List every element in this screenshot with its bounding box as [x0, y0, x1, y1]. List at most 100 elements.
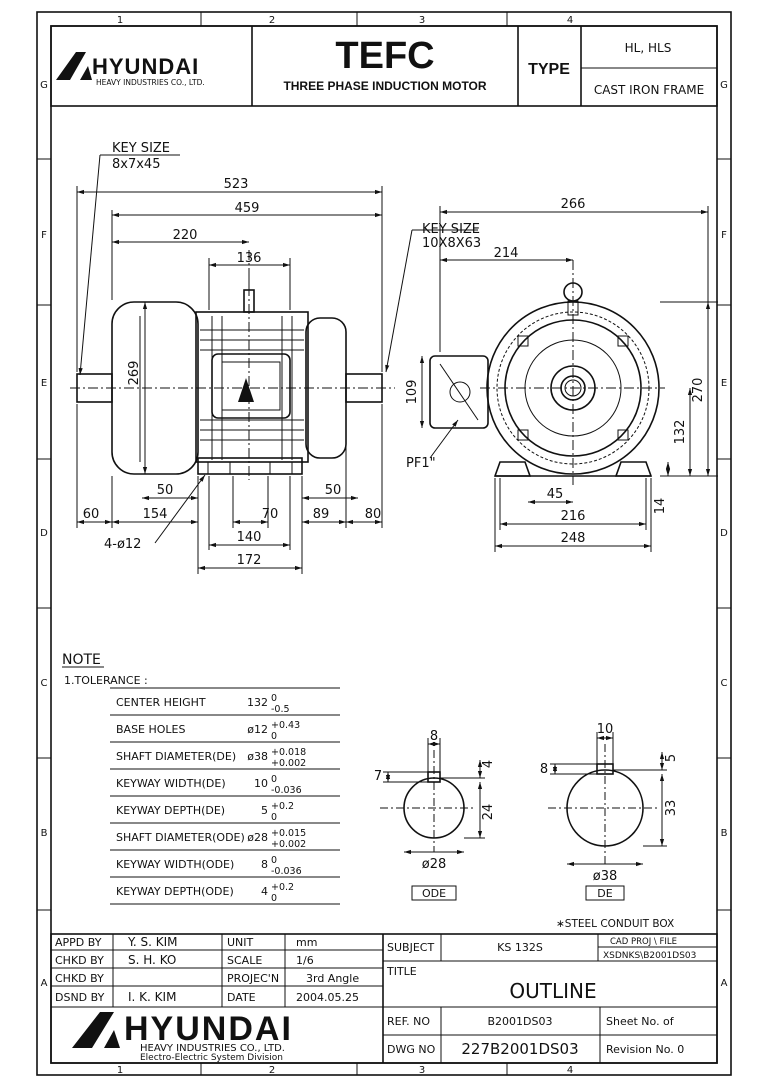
- svg-text:KEYWAY DEPTH(ODE): KEYWAY DEPTH(ODE): [116, 885, 234, 898]
- svg-text:0: 0: [271, 893, 277, 904]
- inner-border: [50, 25, 718, 1064]
- dim-216: 216: [561, 509, 586, 524]
- title-block-logo: HYUNDAI HEAVY INDUSTRIES CO., LTD. Elect…: [72, 1010, 293, 1063]
- section-ode: 8 7 4 24 ø28 ODE: [374, 729, 496, 901]
- dim-140: 140: [237, 530, 262, 545]
- dim-14: 14: [653, 498, 668, 515]
- svg-text:132: 132: [247, 696, 268, 709]
- appd-name: Y. S. KIM: [127, 935, 178, 949]
- zone-row-f-left: F: [41, 230, 47, 241]
- motor-feet: [197, 457, 303, 475]
- svg-text:ø38: ø38: [247, 750, 268, 763]
- key-size-value-ode: 8x7x45: [112, 157, 160, 172]
- zone-col-2-top: 2: [269, 15, 275, 26]
- unit-value: mm: [296, 936, 317, 949]
- dim-214: 214: [494, 246, 519, 261]
- hyundai-logo-mark: [56, 52, 92, 80]
- terminal-box: [211, 353, 291, 419]
- zone-row-a-left: A: [41, 978, 48, 989]
- svg-text:0: 0: [271, 855, 277, 866]
- zone-row-e-right: E: [721, 378, 727, 389]
- dim-270: 270: [691, 378, 706, 403]
- dim-overall-length: 523: [224, 177, 249, 192]
- svg-text:-0.036: -0.036: [271, 785, 302, 796]
- ode-width: 8: [430, 729, 438, 744]
- tolerance-row: SHAFT DIAMETER(DE) ø38 +0.018 +0.002: [116, 747, 306, 769]
- header-product: TEFC: [335, 35, 434, 77]
- dwg-value: 227B2001DS03: [461, 1040, 578, 1058]
- zone-row-g-left: G: [40, 80, 48, 91]
- svg-text:BASE HOLES: BASE HOLES: [116, 723, 186, 736]
- zone-col-1-top: 1: [117, 15, 123, 26]
- date-value: 2004.05.25: [296, 991, 359, 1004]
- svg-text:0: 0: [271, 731, 277, 742]
- zone-row-c-left: C: [41, 678, 48, 689]
- svg-text:+0.2: +0.2: [271, 801, 294, 812]
- dim-109: 109: [405, 380, 420, 405]
- svg-text:CENTER HEIGHT: CENTER HEIGHT: [116, 696, 206, 709]
- svg-text:ø12: ø12: [247, 723, 268, 736]
- key-size-label-ode: KEY SIZE: [112, 141, 170, 156]
- tolerance-row: KEYWAY WIDTH(DE) 10 0 -0.036: [116, 774, 302, 796]
- tolerance-row: KEYWAY DEPTH(ODE) 4 +0.2 0: [116, 882, 294, 904]
- title-block-text: APPD BY Y. S. KIM CHKD BY S. H. KO CHKD …: [55, 935, 696, 1058]
- zone-row-d-left: D: [40, 528, 48, 539]
- svg-text:-0.5: -0.5: [271, 704, 290, 715]
- tolerance-row: KEYWAY WIDTH(ODE) 8 0 -0.036: [116, 855, 302, 877]
- front-view-dimensions: [385, 206, 718, 552]
- header-product-desc: THREE PHASE INDUCTION MOTOR: [283, 79, 486, 93]
- zone-row-f-right: F: [721, 230, 727, 241]
- footer-logo-sub2: Electro-Electric System Division: [140, 1053, 283, 1063]
- ode-right: 4: [481, 760, 496, 768]
- dim-248: 248: [561, 531, 586, 546]
- terminal-box-front: [429, 355, 489, 429]
- zone-markers: [37, 12, 731, 1075]
- dim-to-center: 220: [173, 228, 198, 243]
- svg-text:+0.018: +0.018: [271, 747, 306, 758]
- footer-logo-text: HYUNDAI: [124, 1010, 293, 1048]
- subject-label: SUBJECT: [387, 941, 434, 954]
- zone-row-b-right: B: [721, 828, 728, 839]
- ode-height: 24: [481, 804, 496, 821]
- svg-text:4: 4: [261, 885, 268, 898]
- zone-row-labels: G F E D C B A G F E D C B A: [40, 80, 728, 989]
- zone-row-e-left: E: [41, 378, 47, 389]
- zone-col-3-top: 3: [419, 15, 425, 26]
- dim-89: 89: [313, 507, 330, 522]
- header-type-label: TYPE: [528, 61, 570, 78]
- header-frame: CAST IRON FRAME: [594, 83, 704, 97]
- tolerance-label: 1.TOLERANCE :: [64, 674, 148, 687]
- de-right: 5: [664, 754, 679, 762]
- zone-col-1-bottom: 1: [117, 1065, 123, 1076]
- zone-row-g-right: G: [720, 80, 728, 91]
- footer-logo-sub1: HEAVY INDUSTRIES CO., LTD.: [140, 1043, 285, 1054]
- ode-label: ODE: [422, 887, 446, 900]
- svg-text:SHAFT DIAMETER(DE): SHAFT DIAMETER(DE): [116, 750, 236, 763]
- de-height: 33: [664, 800, 679, 817]
- dim-foot-right: 50: [325, 483, 342, 498]
- side-view: [70, 250, 395, 480]
- sheet-label: Sheet No. of: [606, 1015, 675, 1028]
- svg-text:+0.002: +0.002: [271, 839, 306, 850]
- ref-value: B2001DS03: [488, 1015, 553, 1028]
- svg-text:+0.2: +0.2: [271, 882, 294, 893]
- dwg-label: DWG NO: [387, 1043, 436, 1056]
- scale-value: 1/6: [296, 954, 314, 967]
- note-title: NOTE: [62, 652, 101, 668]
- dim-height-left: 269: [127, 361, 142, 386]
- svg-text:+0.002: +0.002: [271, 758, 306, 769]
- svg-text:8: 8: [261, 858, 268, 871]
- conduit-note: ∗STEEL CONDUIT BOX: [556, 918, 674, 930]
- holes-label: 4-ø12: [104, 537, 141, 552]
- title-value: OUTLINE: [509, 979, 596, 1003]
- dim-45: 45: [547, 487, 564, 502]
- svg-text:0: 0: [271, 774, 277, 785]
- dsnd-name: I. K. KIM: [128, 990, 176, 1004]
- scale-label: SCALE: [227, 954, 262, 967]
- svg-text:5: 5: [261, 804, 268, 817]
- svg-text:+0.43: +0.43: [271, 720, 300, 731]
- front-view-labels: KEY SIZE 10X8X63 266 214 109 270 132 14 …: [405, 197, 706, 546]
- dim-center-height: 132: [673, 420, 688, 445]
- dim-box-width: 136: [237, 251, 262, 266]
